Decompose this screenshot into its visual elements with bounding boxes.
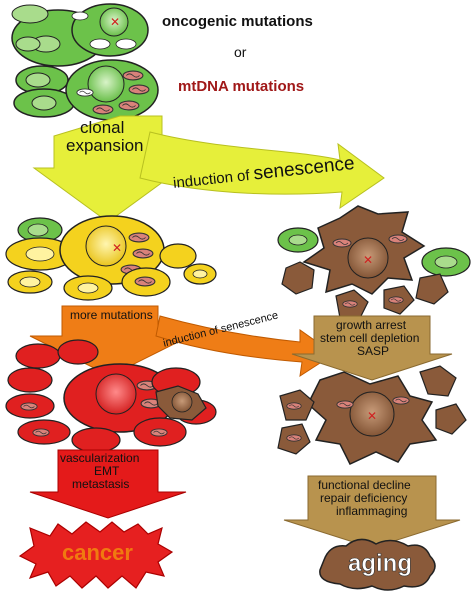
clonal-expansion-label-1: clonal	[80, 118, 125, 137]
mtdna-mutations-label: mtDNA mutations	[178, 78, 305, 95]
inflammaging-label: inflammaging	[336, 504, 408, 518]
functional-decline-label: functional decline	[318, 478, 411, 492]
senescence-outcome-arrow-lower	[283, 475, 461, 549]
more-mutations-label: more mutations	[70, 308, 153, 322]
more-mutations-arrow	[29, 305, 191, 377]
repair-deficiency-label: repair deficiency	[320, 491, 408, 505]
clonal-expansion-label-2: expansion	[66, 136, 144, 155]
or-label: or	[234, 44, 247, 60]
senescent-cell-cluster-lower: ✕	[277, 365, 467, 465]
svg-text:✕: ✕	[363, 253, 373, 267]
cancer-progression-arrow	[29, 449, 187, 519]
senescent-cell-cluster-upper: ✕	[277, 205, 471, 319]
senescence-outcome-arrow-upper	[291, 315, 453, 381]
svg-text:✕: ✕	[367, 409, 377, 423]
metastasis-label: metastasis	[72, 477, 130, 491]
vascularization-label: vascularization	[60, 451, 140, 465]
sasp-label: SASP	[357, 344, 390, 358]
oncogenic-mutations-label: oncogenic mutations	[162, 13, 313, 30]
induction-senescence-arrow-top	[139, 131, 385, 210]
cancer-label: cancer	[62, 540, 133, 565]
yellow-cell-cluster: ✕	[5, 215, 217, 301]
oncogenic-cell-cluster: ✕	[11, 3, 149, 67]
aging-outcome-shape	[319, 538, 436, 591]
emt-label: EMT	[94, 464, 120, 478]
svg-text:✕: ✕	[112, 241, 122, 255]
aging-label: aging	[348, 550, 413, 578]
cancer-outcome-shape	[18, 521, 174, 589]
growth-arrest-label: growth arrest	[336, 318, 407, 332]
stem-cell-depletion-label: stem cell depletion	[320, 331, 420, 345]
induction-senescence-arrow-mid	[155, 315, 335, 378]
tumour-cell-cluster	[5, 339, 217, 453]
mtdna-cell-cluster	[13, 59, 159, 121]
svg-text:✕: ✕	[110, 15, 120, 29]
